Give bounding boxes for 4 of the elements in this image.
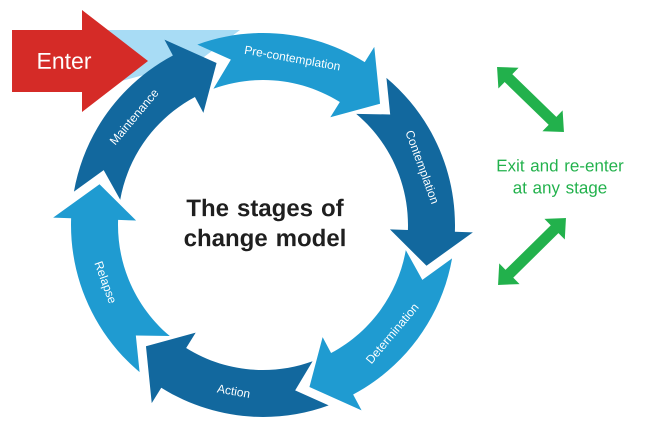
stage-segment: Relapse (53, 184, 170, 372)
stage-segment: Action (146, 332, 329, 417)
note: Exit and re-enter at any stage (498, 159, 624, 197)
title: The stages of change model (184, 198, 345, 252)
